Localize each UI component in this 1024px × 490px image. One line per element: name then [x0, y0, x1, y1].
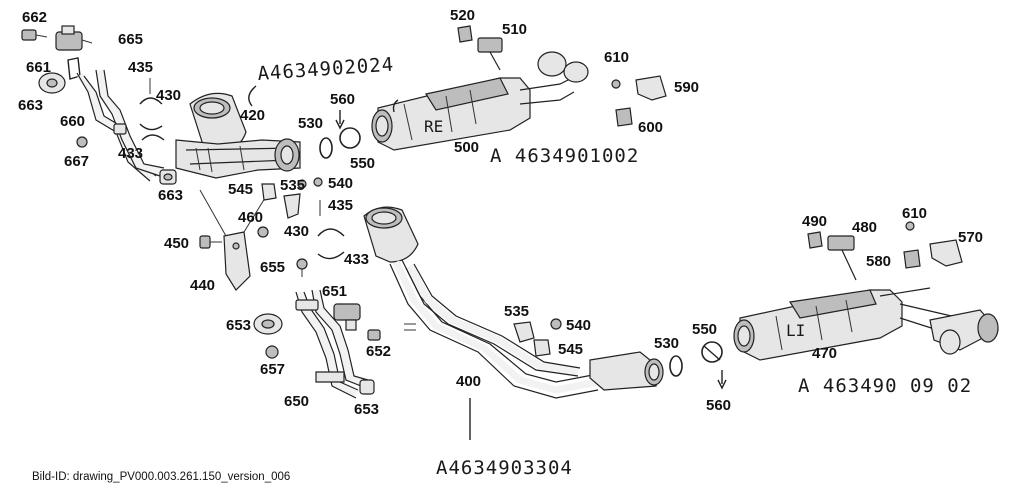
pressure-sensor-651-part: [333, 303, 361, 331]
callout-610b: 610: [902, 205, 927, 222]
callout-433: 433: [118, 145, 143, 162]
callout-433b: 433: [344, 251, 369, 268]
clamp-550-upper: [339, 127, 361, 149]
callout-653b: 653: [354, 401, 379, 418]
handwritten-mark-left: LI: [786, 321, 805, 340]
callout-400: 400: [456, 373, 481, 390]
callout-510: 510: [502, 21, 527, 38]
callout-650: 650: [284, 393, 309, 410]
callout-490: 490: [802, 213, 827, 230]
bolt-655-part: [296, 258, 308, 277]
callout-660: 660: [60, 113, 85, 130]
callout-651: 651: [322, 283, 347, 300]
clamp-550-lower: [701, 341, 723, 363]
callout-560: 560: [330, 91, 355, 108]
muffler-left-470-part: [733, 287, 999, 361]
handwritten-part-number-left-muffler: A 463490 09 02: [798, 375, 972, 397]
callout-590: 590: [674, 79, 699, 96]
upper-left-sensor-assembly: [21, 25, 177, 185]
rubber-600-part: [615, 107, 633, 127]
rubber-490-part: [807, 231, 823, 249]
callout-430: 430: [156, 87, 181, 104]
handwritten-arrow: [248, 85, 257, 107]
callout-435b: 435: [328, 197, 353, 214]
nut-610-lower: [905, 221, 915, 231]
callout-450: 450: [164, 235, 189, 252]
bolt-652-part: [367, 329, 381, 341]
rubber-mount-663b-part: [159, 169, 177, 185]
clamp-set-upper: [139, 78, 165, 141]
rubber-mount-653-part: [253, 313, 283, 335]
pressure-sensor-665-part: [55, 25, 93, 51]
callout-661: 661: [26, 59, 51, 76]
seal-ring-530-lower: [669, 355, 683, 377]
callout-655: 655: [260, 259, 285, 276]
callout-440: 440: [190, 277, 215, 294]
callout-570: 570: [958, 229, 983, 246]
bolt-450-part: [199, 235, 222, 249]
bolt-560-upper: [335, 110, 345, 130]
clip-657-part: [265, 345, 279, 359]
hanger-510-part: [477, 37, 503, 71]
callout-663b: 663: [158, 187, 183, 204]
callout-530: 530: [298, 115, 323, 132]
clip-667-part: [76, 136, 88, 148]
callout-435: 435: [128, 59, 153, 76]
rubber-mount-663-part: [38, 72, 66, 94]
callout-662: 662: [22, 9, 47, 26]
callout-530b: 530: [654, 335, 679, 352]
bolt-560-lower: [717, 370, 727, 390]
callout-610: 610: [604, 49, 629, 66]
rubber-mount-520-part: [457, 25, 473, 43]
hanger-set-upper: [261, 177, 323, 219]
callout-580: 580: [866, 253, 891, 270]
handwritten-part-number-right-muffler: A 4634901002: [490, 145, 639, 167]
callout-480: 480: [852, 219, 877, 236]
callout-545: 545: [228, 181, 253, 198]
callout-500: 500: [454, 139, 479, 156]
handwritten-annotations: A4634902024 A 4634901002 A 463490 09 02 …: [248, 53, 972, 479]
image-id-caption: Bild-ID: drawing_PV000.003.261.150_versi…: [32, 471, 290, 483]
callout-560b: 560: [706, 397, 731, 414]
callout-470: 470: [812, 345, 837, 362]
hanger-590-part: [611, 75, 667, 101]
callout-652: 652: [366, 343, 391, 360]
bolt-662-part: [21, 29, 48, 41]
clamp-set-lower: [317, 228, 345, 260]
hanger-480-part: [827, 235, 857, 281]
callout-520: 520: [450, 7, 475, 24]
callout-653: 653: [226, 317, 251, 334]
callout-545b: 545: [558, 341, 583, 358]
handwritten-part-number-center-pipe: A4634903304: [436, 457, 573, 479]
handwritten-mark-right: RE: [424, 117, 443, 136]
callout-460: 460: [238, 209, 263, 226]
callout-420: 420: [240, 107, 265, 124]
rubber-580-part: [903, 249, 921, 269]
callout-600: 600: [638, 119, 663, 136]
center-pipe-400-part: [363, 206, 664, 440]
callout-550: 550: [350, 155, 375, 172]
callout-665: 665: [118, 31, 143, 48]
front-catalyst-420-part: [175, 92, 301, 179]
callout-663: 663: [18, 97, 43, 114]
callout-657: 657: [260, 361, 285, 378]
seal-ring-530-upper: [319, 137, 333, 159]
rubber-653b-part: [359, 379, 375, 395]
callout-540b: 540: [566, 317, 591, 334]
lower-left-sensor-assembly: [295, 289, 369, 399]
callout-labels: 662 665 661 435 663 430 660 667 433 663 …: [18, 7, 983, 418]
nut-460-part: [257, 226, 269, 238]
callout-430b: 430: [284, 223, 309, 240]
bracket-570-part: [929, 239, 963, 267]
handwritten-part-number-front-pipe: A4634902024: [257, 53, 395, 84]
callout-540: 540: [328, 175, 353, 192]
callout-667: 667: [64, 153, 89, 170]
muffler-right-500-part: [371, 51, 589, 151]
callout-535b: 535: [504, 303, 529, 320]
callout-535: 535: [280, 177, 305, 194]
hanger-set-lower: [513, 318, 562, 357]
callout-550b: 550: [692, 321, 717, 338]
pressure-line-660-part: [76, 69, 165, 182]
